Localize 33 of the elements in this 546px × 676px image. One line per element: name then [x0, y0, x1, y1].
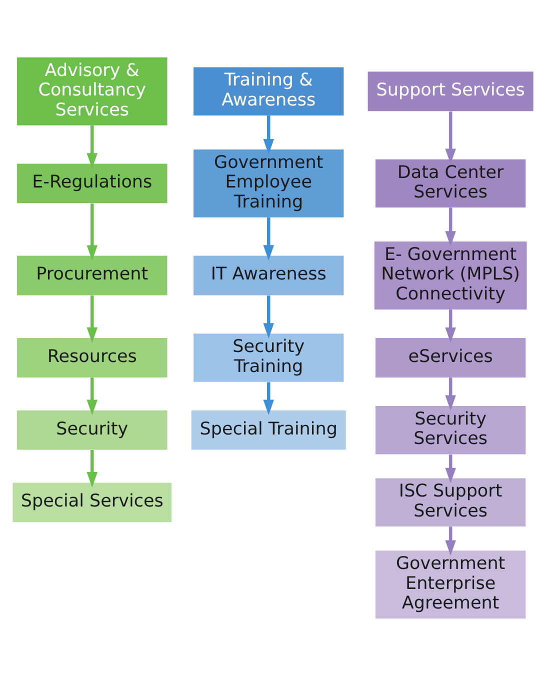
arrow	[263, 218, 274, 261]
node-box: Advisory & Consultancy Services	[17, 57, 168, 126]
arrow	[263, 296, 274, 338]
arrow	[86, 296, 98, 343]
node-box: Support Services	[368, 72, 534, 112]
arrow	[445, 526, 456, 556]
arrow	[445, 112, 456, 164]
node-box: Security Services	[376, 406, 526, 454]
node-box: Special Services	[12, 482, 172, 522]
node-box: Special Training	[191, 410, 346, 450]
arrow	[445, 208, 456, 246]
arrow	[445, 310, 456, 343]
node-box: Security Training	[194, 334, 344, 382]
arrow	[445, 454, 456, 484]
arrow	[86, 450, 98, 488]
arrow	[86, 204, 98, 261]
node-box: Government Employee Training	[194, 149, 344, 218]
arrow	[263, 116, 274, 154]
node-box: Procurement	[17, 256, 168, 296]
node-box: IT Awareness	[194, 256, 344, 296]
node-box: eServices	[376, 338, 526, 378]
node-box: ISC Support Services	[376, 478, 526, 527]
arrow	[86, 125, 98, 168]
node-box: Government Enterprise Agreement	[376, 550, 526, 619]
arrow	[263, 382, 274, 416]
node-box: Security	[17, 410, 168, 450]
node-box: E-Regulations	[17, 164, 168, 204]
arrow	[86, 378, 98, 416]
node-box: Training & Awareness	[194, 67, 344, 116]
node-box: E- Government Network (MPLS) Connectivity	[374, 242, 527, 310]
arrow	[445, 378, 456, 411]
node-box: Data Center Services	[376, 159, 526, 208]
node-box: Resources	[17, 338, 168, 378]
